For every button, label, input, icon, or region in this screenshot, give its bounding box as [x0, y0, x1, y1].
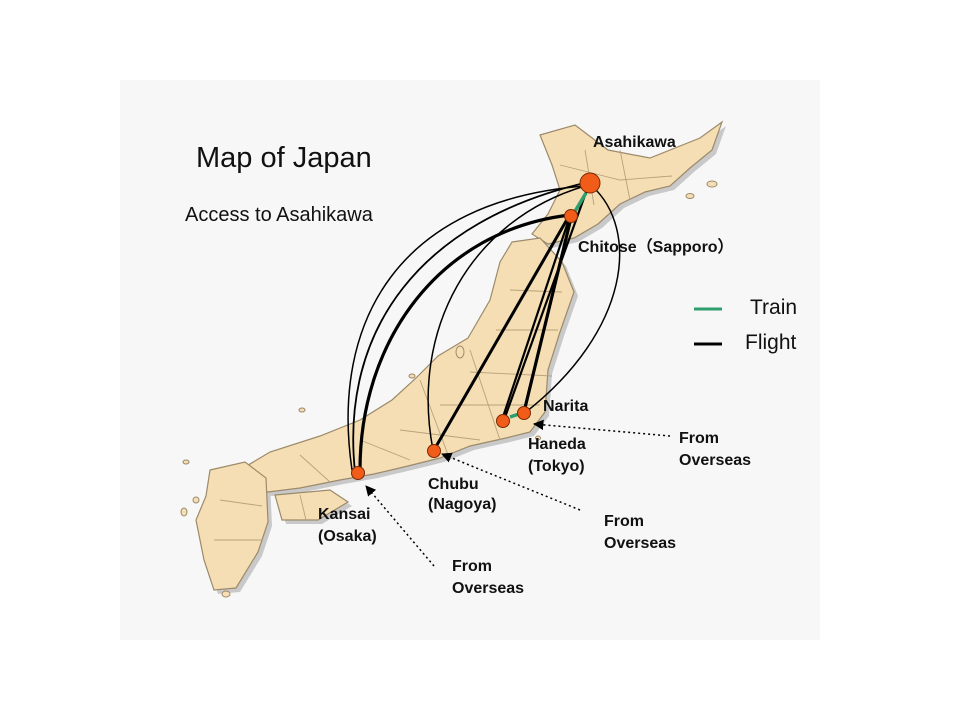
train-route-asahikawa-chitose: [572, 192, 588, 214]
label-kansai: Kansai: [318, 506, 371, 523]
legend-train-label: Train: [750, 296, 798, 319]
overseas-label-chubu-line2: Overseas: [604, 535, 677, 552]
overseas-label-narita-line1: From: [679, 430, 719, 447]
label-chitose: Chitose（Sapporo）: [578, 239, 734, 256]
small-islands: [180, 180, 718, 598]
label-asahikawa: Asahikawa: [593, 134, 676, 151]
shikoku: [274, 489, 350, 521]
airport-marker-chubu: [427, 444, 441, 458]
flight-route-kansai-asahikawa-outer: [347, 185, 586, 471]
label-haneda: Haneda: [528, 436, 586, 453]
legend-flight-label: Flight: [745, 331, 797, 354]
prefecture-borders: [214, 149, 673, 541]
flight-route-haneda-asahikawa: [502, 183, 591, 421]
airport-marker-kansai: [351, 466, 365, 480]
flight-route-kansai-chitose: [358, 213, 571, 471]
label-narita: Narita: [543, 398, 589, 415]
flight-routes: [347, 181, 621, 473]
kyushu: [195, 461, 269, 591]
flight-route-haneda-chitose: [500, 215, 572, 421]
airport-marker-narita: [517, 406, 531, 420]
flight-route-chubu-asahikawa: [427, 185, 586, 451]
airport-markers: [351, 172, 601, 480]
overseas-label-chubu-line1: From: [604, 513, 644, 530]
flight-route-kansai-asahikawa: [352, 181, 590, 473]
label-chubu: Chubu: [428, 476, 479, 493]
map-title: Map of Japan: [196, 142, 372, 174]
map-subtitle: Access to Asahikawa: [185, 204, 373, 226]
label-kansai-sub: (Osaka): [318, 528, 377, 545]
honshu: [237, 237, 575, 493]
flight-route-chubu-chitose: [432, 215, 571, 451]
overseas-label-kansai-line1: From: [452, 558, 492, 575]
airport-marker-haneda: [496, 414, 510, 428]
airport-marker-chitose: [564, 209, 578, 223]
flight-route-narita-chitose: [522, 217, 573, 413]
label-chubu-sub: (Nagoya): [428, 496, 497, 513]
label-haneda-sub: (Tokyo): [528, 458, 585, 475]
airport-marker-asahikawa: [579, 172, 601, 194]
overseas-label-narita-line2: Overseas: [679, 452, 752, 469]
flight-route-narita-asahikawa: [525, 185, 621, 413]
overseas-label-kansai-line2: Overseas: [452, 580, 525, 597]
